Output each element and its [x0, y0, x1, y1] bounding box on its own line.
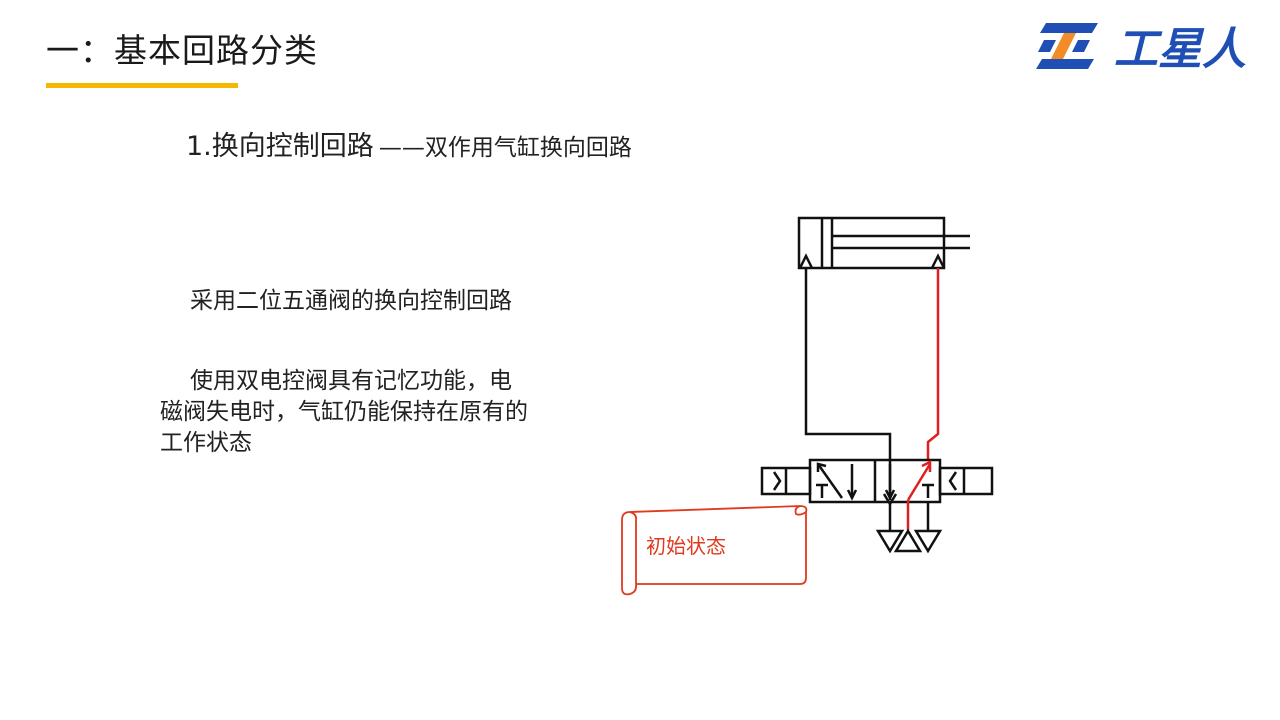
logo-text: 工星人 — [1114, 24, 1246, 74]
callout-label: 初始状态 — [646, 534, 726, 558]
logo-mark-icon — [1036, 23, 1098, 69]
pneumatic-circuit-diagram: 初始状态 — [621, 216, 994, 596]
exhaust-ports — [875, 502, 943, 554]
valve-active-path — [906, 463, 932, 501]
page-title: 一：基本回路分类 — [46, 31, 318, 70]
paragraph-valve: 采用二位五通阀的换向控制回路 — [160, 286, 530, 317]
pressure-source-icon — [893, 528, 923, 553]
double-acting-cylinder — [797, 216, 970, 270]
valve-active-arrow — [921, 459, 932, 472]
company-logo: 工星人 — [1036, 23, 1246, 74]
title-underline — [46, 83, 238, 88]
five-two-valve — [760, 458, 994, 504]
section-title: 1.换向控制回路 ——双作用气缸换向回路 — [186, 124, 632, 163]
section-title-main: 1.换向控制回路 — [186, 131, 374, 162]
pipe-right-active — [926, 268, 940, 460]
paragraph-valve-text: 采用二位五通阀的换向控制回路 — [190, 288, 512, 314]
paragraph-memory: 使用双电控阀具有记忆功能，电磁阀失电时，气缸仍能保持在原有的工作状态 — [160, 366, 530, 459]
paragraph-memory-text: 使用双电控阀具有记忆功能，电磁阀失电时，气缸仍能保持在原有的工作状态 — [160, 368, 528, 456]
section-title-sub: ——双作用气缸换向回路 — [378, 135, 632, 161]
callout-scroll — [621, 505, 808, 596]
